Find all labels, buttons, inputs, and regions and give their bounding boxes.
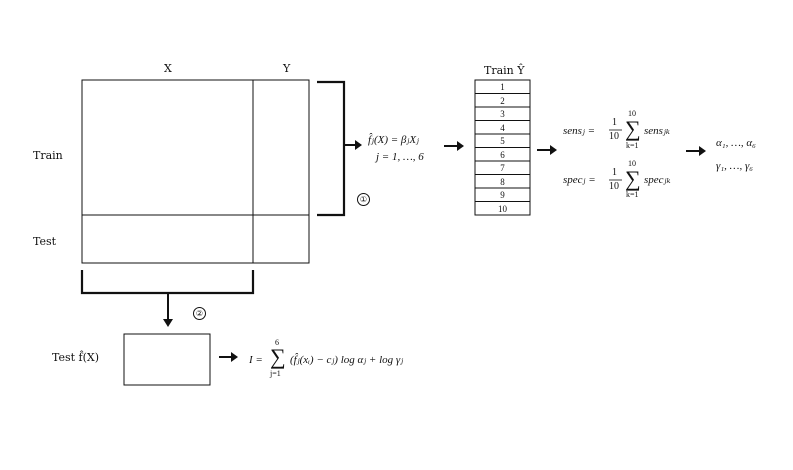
fold-cell: 9 (500, 190, 505, 200)
fold-cell: 6 (500, 149, 505, 160)
fold-cell: 8 (500, 176, 505, 187)
spec-lhs: specⱼ = (563, 174, 596, 186)
arrow-model-to-folds-head (457, 141, 464, 151)
x-columns-bracket (80, 270, 255, 295)
y-header: Y (283, 62, 291, 75)
model-index-range: j = 1, …, 6 (376, 151, 424, 163)
fold-cell: 1 (500, 82, 505, 92)
fold-row-dividers (475, 93, 530, 202)
test-model-box (123, 333, 211, 386)
sens-sum-bottom: k=1 (626, 141, 639, 150)
spec-sum-bottom: k=1 (626, 190, 639, 199)
arrow-test-to-formula-head (231, 352, 238, 362)
bracket-two-arrowhead (163, 319, 173, 327)
model-equation: f̂ⱼ(X) = βⱼXⱼ (368, 134, 419, 146)
step-one-marker: ① (357, 193, 370, 206)
sens-term: sensⱼₖ (644, 125, 670, 137)
bracket-one-arrowhead (355, 140, 362, 150)
fold-cell: 3 (500, 109, 505, 119)
spec-sum-top: 10 (628, 159, 636, 168)
test-model-label: Test f̂(X) (52, 351, 100, 364)
spec-sigma-icon: ∑ (625, 166, 641, 191)
test-sum-top: 6 (275, 338, 279, 347)
fold-cell: 2 (500, 95, 505, 106)
fold-cell: 10 (498, 203, 507, 214)
fold-cell: 7 (500, 163, 505, 173)
data-matrix-outline (81, 79, 310, 264)
alpha-output: α₁, …, α₆ (716, 137, 756, 149)
gamma-output: γ₁, …, γ₆ (716, 160, 754, 172)
train-label: Train (33, 149, 63, 162)
spec-term: specⱼₖ (644, 174, 671, 186)
x-header: X (164, 62, 172, 75)
sens-frac-num: 1 (612, 117, 617, 128)
test-label: Test (33, 235, 57, 248)
arrow-folds-to-metrics-head (550, 145, 557, 155)
sens-lhs: sensⱼ = (563, 125, 596, 137)
test-formula-rhs: (f̂ⱼ(xᵢ) − cⱼ) log αⱼ + log γⱼ (290, 354, 404, 366)
fold-cell: 5 (500, 136, 505, 146)
step-two-marker: ② (193, 307, 206, 320)
sens-sigma-icon: ∑ (625, 116, 641, 141)
test-formula-lhs: I = (249, 354, 263, 366)
sens-frac-den: 10 (609, 131, 619, 142)
test-sum-bottom: j=1 (270, 369, 281, 378)
spec-frac-num: 1 (612, 167, 617, 178)
train-yhat-title: Train Ŷ (484, 64, 525, 77)
spec-frac-den: 10 (609, 181, 619, 192)
sens-sum-top: 10 (628, 109, 636, 118)
arrow-metrics-to-outputs-head (699, 146, 706, 156)
train-bracket (317, 80, 346, 217)
fold-cell: 4 (500, 122, 505, 133)
test-sigma-icon: ∑ (270, 344, 286, 369)
